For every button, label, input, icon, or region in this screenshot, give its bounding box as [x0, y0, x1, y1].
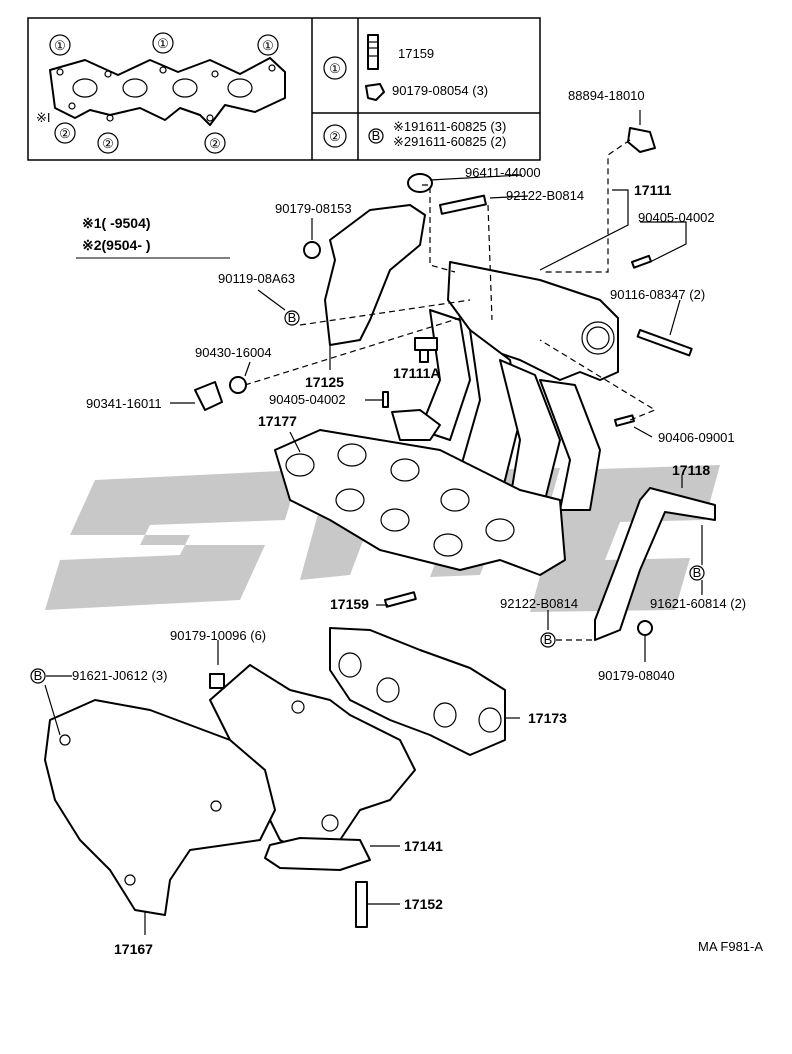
legend-row1-part-b: 90179-08054 (3) [392, 83, 488, 98]
label-90116-08347: 90116-08347 (2) [610, 287, 705, 302]
legend-row2-part-b: ※291611-60825 (2) [393, 134, 506, 149]
legend-row1-mark: ① [329, 61, 341, 76]
stud-icon [367, 34, 379, 70]
intake-manifold [274, 261, 619, 576]
gasket-17173 [329, 627, 506, 756]
label-17152: 17152 [404, 896, 443, 912]
label-17111a: 17111A [393, 365, 441, 381]
label-90430-16004: 90430-16004 [195, 345, 272, 360]
label-90405-04002-left: 90405-04002 [269, 392, 346, 407]
label-17177: 17177 [258, 413, 297, 429]
leader-lines [44, 110, 703, 935]
footer-code: MA F981-A [698, 939, 763, 954]
circle1-mark-b: ① [157, 36, 169, 51]
bracket-17118 [594, 487, 716, 641]
badge-b-92122: B [540, 632, 556, 648]
label-17118: 17118 [672, 462, 710, 478]
gasket-sketch: ① ① ① ② ② ② ※I [36, 32, 286, 154]
label-17159: 17159 [330, 596, 369, 612]
legend-row2-badge: B [372, 128, 381, 143]
legend-row1-part-a: 17159 [398, 46, 434, 61]
circle2-mark-a: ② [59, 126, 71, 141]
legend-row2-part-a: ※191611-60825 (3) [393, 119, 506, 134]
badge-b-90119: B [284, 310, 300, 326]
note-2: ※2(9504- ) [82, 237, 151, 253]
note-1: ※1( -9504) [82, 215, 151, 231]
label-92122-b0814-top: 92122-B0814 [506, 188, 584, 203]
svg-text:B: B [34, 668, 43, 683]
label-91621-60814: 91621-60814 (2) [650, 596, 746, 611]
label-90405-04002-right: 90405-04002 [638, 210, 715, 225]
label-90406-09001: 90406-09001 [658, 430, 735, 445]
badge-b-91621-60814: B [689, 565, 705, 581]
circle2-mark-c: ② [209, 136, 221, 151]
label-17173: 17173 [528, 710, 567, 726]
note-mark: ※I [36, 110, 51, 125]
label-90179-10096: 90179-10096 (6) [170, 628, 266, 643]
label-17141: 17141 [404, 838, 443, 854]
circle2-mark-b: ② [102, 136, 114, 151]
legend-box: ① ① ① ② ② ② ※I ① 17159 90179-08054 (3) [27, 17, 541, 161]
label-92122-b0814-bottom: 92122-B0814 [500, 596, 578, 611]
hardware [194, 127, 693, 928]
label-90119-08a63: 90119-08A63 [218, 271, 295, 286]
svg-text:B: B [693, 565, 702, 580]
bracket-17125 [324, 204, 426, 346]
label-90179-08040: 90179-08040 [598, 668, 675, 683]
heat-insulator [44, 699, 276, 916]
label-17167: 17167 [114, 941, 153, 957]
circle1-mark-c: ① [262, 38, 274, 53]
label-90179-08153: 90179-08153 [275, 201, 352, 216]
label-90341-16011: 90341-16011 [86, 396, 162, 411]
svg-text:B: B [288, 310, 297, 325]
part-labels: 88894-18010 96411-44000 92122-B0814 1711… [72, 88, 763, 957]
circle1-mark-a: ① [54, 38, 66, 53]
svg-text:B: B [544, 632, 553, 647]
label-88894-18010: 88894-18010 [568, 88, 645, 103]
label-17125: 17125 [305, 374, 344, 390]
badge-b-91621-j0612: B [30, 668, 46, 684]
legend-row2-mark: ② [329, 129, 341, 144]
exhaust-manifold [209, 664, 416, 871]
label-17111: 17111 [634, 182, 672, 198]
nut-icon [365, 83, 385, 101]
label-91621-j0612: 91621-J0612 (3) [72, 668, 167, 683]
label-96411-44000: 96411-44000 [465, 165, 541, 180]
